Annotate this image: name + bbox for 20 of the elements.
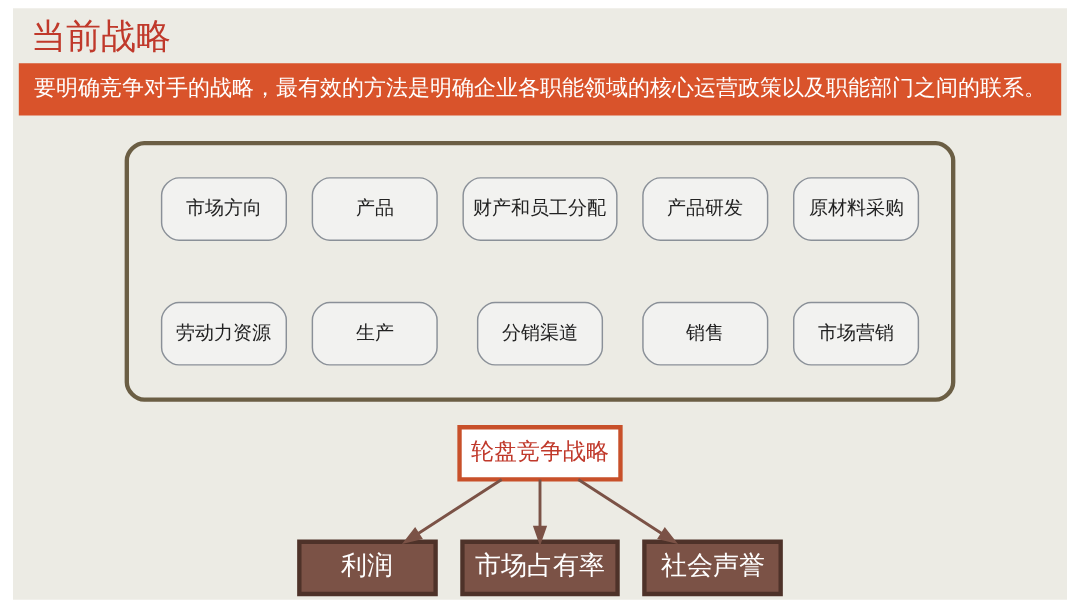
arrow	[401, 478, 503, 545]
node-box: 原材料采购	[793, 177, 920, 241]
node-box: 轮盘竞争战略	[457, 425, 623, 482]
node-box: 市场营销	[793, 301, 920, 366]
node-box: 分销渠道	[476, 301, 604, 366]
node-box: 社会声誉	[642, 539, 783, 597]
node-box: 销售	[642, 301, 769, 366]
node-box: 市场方向	[160, 177, 287, 241]
node-box: 利润	[297, 539, 438, 597]
node-box: 财产和员工分配	[462, 177, 618, 241]
diagram-title: 当前战略	[30, 15, 171, 56]
cluster	[124, 140, 956, 402]
node-box: 市场占有率	[460, 539, 620, 597]
arrow	[577, 478, 679, 545]
node-box: 产品研发	[642, 177, 769, 241]
label: 要明确竞争对手的战略，最有效的方法是明确企业各职能领域的核心运营政策以及职能部门之间的联系。	[34, 74, 1046, 100]
arrow	[532, 479, 548, 547]
node-box: 生产	[311, 301, 438, 366]
node-box: 产品	[311, 177, 438, 241]
node-box: 劳动力资源	[160, 301, 287, 366]
